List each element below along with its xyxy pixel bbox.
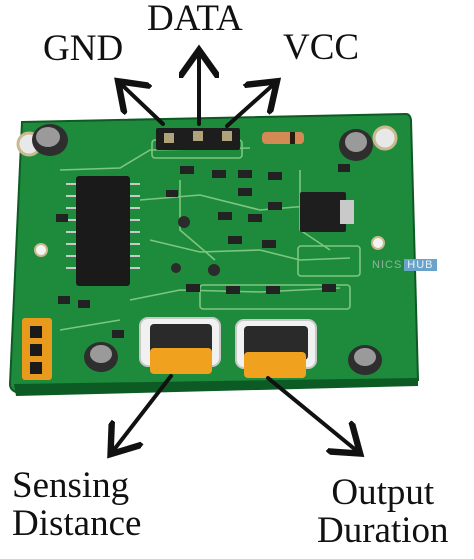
label-sensing-distance: Sensing Distance xyxy=(12,467,141,543)
ic-chip xyxy=(66,176,140,286)
label-output-line-1: Output xyxy=(331,472,435,513)
pin-header xyxy=(156,128,240,150)
label-sensing-line-1: Sensing xyxy=(12,465,130,506)
arrow-vcc xyxy=(225,84,274,128)
regulator-tab xyxy=(340,200,354,224)
output-duration-potentiometer xyxy=(235,319,317,378)
mounting-hole xyxy=(372,125,398,151)
smd-components xyxy=(56,164,350,338)
label-output-line-2: Duration xyxy=(317,510,449,551)
label-sensing-line-2: Distance xyxy=(12,503,142,544)
sensing-distance-potentiometer xyxy=(139,317,221,374)
mounting-hole xyxy=(371,236,385,250)
arrow-gnd xyxy=(121,84,165,126)
watermark-badge: HUB xyxy=(404,259,437,271)
pin-label-gnd: GND xyxy=(43,28,124,69)
arrow-output-duration xyxy=(266,376,357,451)
jumper xyxy=(22,318,52,380)
voltage-regulator xyxy=(300,192,346,232)
arrow-sensing-distance xyxy=(113,374,173,451)
watermark-text: NICS xyxy=(372,259,403,271)
pin-label-vcc: VCC xyxy=(283,27,360,68)
diode xyxy=(262,132,304,144)
pin-label-data: DATA xyxy=(147,0,243,39)
mounting-hole xyxy=(34,243,48,257)
label-output-duration: Output Duration xyxy=(317,474,449,550)
capacitor xyxy=(32,124,382,375)
